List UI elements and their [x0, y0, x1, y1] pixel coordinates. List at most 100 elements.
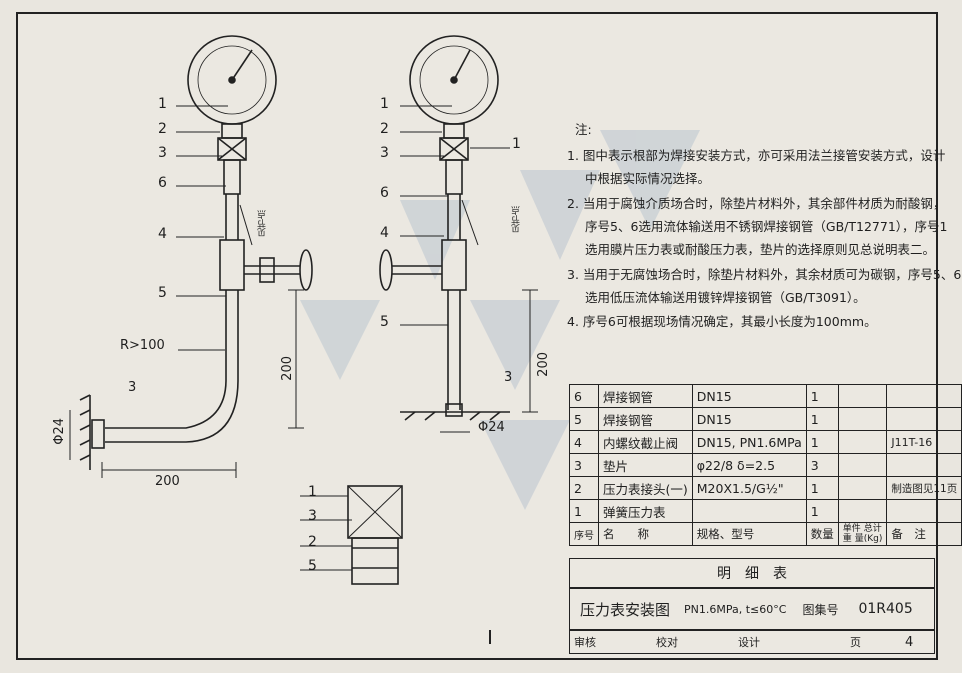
callout-right-2: 2 [380, 121, 389, 137]
bom-weight [837, 499, 888, 523]
dimension-200-right: 200 [536, 352, 551, 377]
bom-header-spec: 规格、型号 [691, 522, 807, 546]
bom-header-qty: 数量 [805, 522, 839, 546]
bom-name: 压力表接头(一) [598, 476, 693, 500]
bom-remark: 制造图见11页 [886, 476, 962, 500]
bom-name: 内螺纹截止阀 [598, 430, 693, 454]
callout-left-1: 1 [158, 96, 167, 112]
bom-qty: 1 [805, 384, 839, 408]
callout-left-2: 2 [158, 121, 167, 137]
bom-header-row: 序号 名 称 规格、型号 数量 单件 总计 重 量(Kg) 备 注 [569, 522, 962, 546]
drawing-title: 压力表安装图 [580, 600, 671, 619]
bom-name: 弹簧压力表 [598, 499, 693, 523]
bom-no: 6 [569, 384, 599, 408]
pipe-diameter-right: Φ24 [478, 420, 505, 435]
bom-weight [837, 476, 888, 500]
bom-remark [886, 499, 962, 523]
bom-spec: DN15 [691, 407, 807, 431]
callout-right-1: 1 [380, 96, 389, 112]
bom-remark [886, 453, 962, 477]
bom-remark [886, 407, 962, 431]
bom-row-4: 4 内螺纹截止阀 DN15, PN1.6MPa 1 J11T-16 [569, 430, 962, 454]
note-line-4: 序号5、6选用流体输送用不锈钢焊接钢管（GB/T12771），序号1 [585, 219, 948, 234]
bom-weight [837, 430, 888, 454]
bom-qty: 1 [805, 407, 839, 431]
title-block: 压力表安装图 PN1.6MPa, t≤60°C 图集号 01R405 [569, 588, 935, 630]
drawing-sheet [16, 12, 938, 660]
bom-no: 1 [569, 499, 599, 523]
dimension-200-horizontal: 200 [155, 474, 180, 489]
callout-detail-1: 1 [308, 484, 317, 500]
callout-left-4: 4 [158, 226, 167, 242]
note-line-3: 2. 当用于腐蚀介质场合时，除垫片材料外，其余部件材质为耐酸钢， [567, 196, 946, 211]
bom-qty: 1 [805, 476, 839, 500]
callout-detail-3: 3 [308, 508, 317, 524]
pipe-diameter-left: Φ24 [52, 418, 67, 445]
label-right-gauge-1: 1 [512, 136, 521, 152]
note-line-7: 选用低压流体输送用镀锌焊接钢管（GB/T3091）。 [585, 290, 866, 305]
bom-header-unit-weight: 单件 [842, 524, 861, 534]
bom-spec [691, 499, 807, 523]
bom-no: 4 [569, 430, 599, 454]
bom-row-5: 5 焊接钢管 DN15 1 [569, 407, 962, 431]
bom-weight [837, 407, 888, 431]
watermark [300, 130, 700, 510]
callout-left-3: 3 [158, 145, 167, 161]
bom-no: 2 [569, 476, 599, 500]
note-line-5: 选用膜片压力表或耐酸压力表，垫片的选择原则见总说明表二。 [585, 242, 936, 257]
atlas-number: 01R405 [858, 601, 913, 617]
page-number: 4 [905, 634, 914, 650]
bom-row-3: 3 垫片 φ22/8 δ=2.5 3 [569, 453, 962, 477]
page-label: 页 [850, 636, 861, 649]
callout-right-5: 5 [380, 314, 389, 330]
bom-header-total: 总计 [863, 524, 882, 534]
review-label: 审核 [574, 636, 596, 649]
bom-spec: M20X1.5/G½" [691, 476, 807, 500]
bom-weight [837, 453, 888, 477]
note-line-1: 1. 图中表示根部为焊接安装方式，亦可采用法兰接管安装方式，设计 [567, 148, 946, 163]
drawing-spec: PN1.6MPa, t≤60°C [684, 602, 787, 616]
bom-name: 焊接钢管 [598, 384, 693, 408]
bom-spec: DN15, PN1.6MPa [691, 430, 807, 454]
callout-detail-2: 2 [308, 534, 317, 550]
bom-header-no: 序号 [569, 522, 599, 546]
atlas-label: 图集号 [802, 602, 839, 617]
bom-spec: DN15 [691, 384, 807, 408]
note-line-2: 中根据实际情况选择。 [585, 171, 711, 186]
note-line-6: 3. 当用于无腐蚀场合时，除垫片材料外，其余材质可为碳钢，序号5、6 [567, 267, 962, 282]
note-line-8: 4. 序号6可根据现场情况确定，其最小长度为100mm。 [567, 314, 877, 329]
notes-heading: 注: [575, 122, 592, 137]
bom-header-remark: 备 注 [886, 522, 962, 546]
bom-name: 焊接钢管 [598, 407, 693, 431]
weld-label-left: 3 [128, 380, 137, 395]
callout-detail-5: 5 [308, 558, 317, 574]
callout-right-3: 3 [380, 145, 389, 161]
bom-header-name: 名 称 [598, 522, 693, 546]
callout-left-6: 6 [158, 175, 167, 191]
callout-right-6: 6 [380, 185, 389, 201]
slope-label-left: 见节点 [258, 210, 268, 237]
bom-qty: 3 [805, 453, 839, 477]
bom-row-6: 6 焊接钢管 DN15 1 [569, 384, 962, 408]
bom-spec: φ22/8 δ=2.5 [691, 453, 807, 477]
slope-label-right: 见节点 [512, 206, 522, 233]
design-label: 设计 [738, 636, 760, 649]
bom-name: 垫片 [598, 453, 693, 477]
bill-of-materials: 6 焊接钢管 DN15 1 5 焊接钢管 DN15 1 4 内螺纹截止阀 DN1… [569, 384, 962, 546]
bom-weight [837, 384, 888, 408]
bom-remark: J11T-16 [886, 430, 962, 454]
signature-row: 审核 校对 设计 页 4 [569, 630, 935, 654]
bom-row-1: 1 弹簧压力表 1 [569, 499, 962, 523]
check-label: 校对 [656, 636, 678, 649]
bom-qty: 1 [805, 499, 839, 523]
bom-header-weight: 单件 总计 重 量(Kg) [837, 522, 888, 546]
bom-no: 5 [569, 407, 599, 431]
weld-label-right: 3 [504, 370, 513, 385]
bom-remark [886, 384, 962, 408]
bom-header-weight-word: 重 [842, 534, 852, 544]
bom-row-2: 2 压力表接头(一) M20X1.5/G½" 1 制造图见11页 [569, 476, 962, 500]
callout-left-5: 5 [158, 285, 167, 301]
bom-qty: 1 [805, 430, 839, 454]
bom-header-total-unit: 量(Kg) [854, 534, 883, 544]
